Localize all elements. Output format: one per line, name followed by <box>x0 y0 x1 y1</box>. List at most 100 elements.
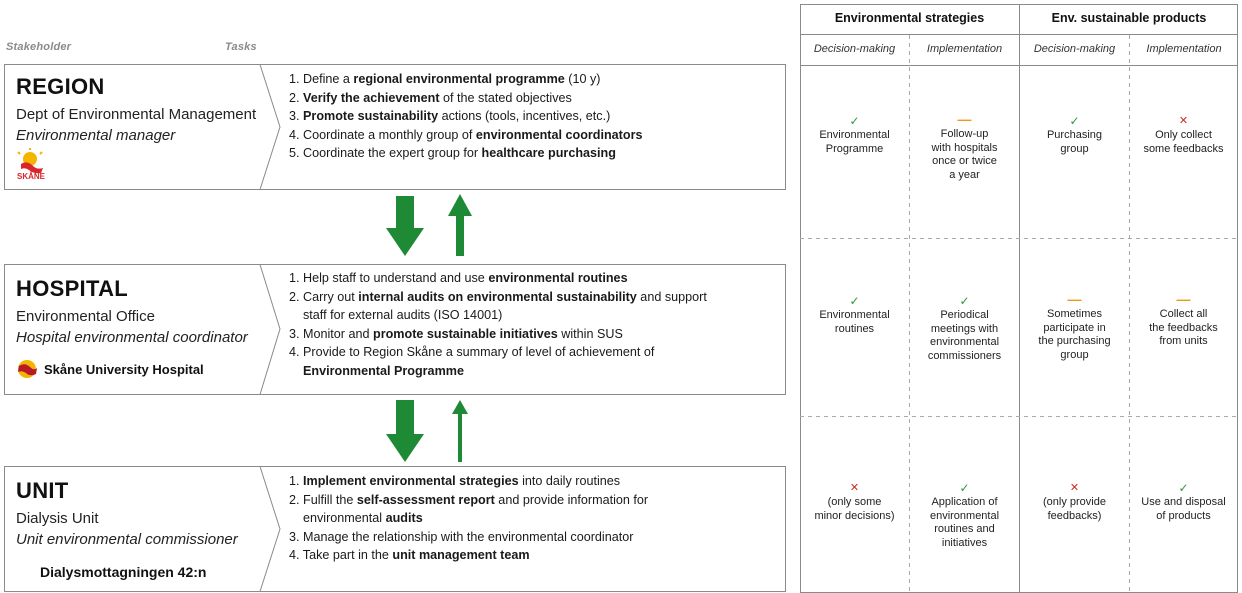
matrix-cell-text: environmental <box>929 336 1000 348</box>
task-text: 1. Define a <box>289 72 354 86</box>
up-arrow-icon <box>452 400 468 462</box>
matrix-cell-text: a year <box>949 168 980 181</box>
stakeholder-title: HOSPITAL <box>16 276 128 301</box>
stakeholder-department: Dept of Environmental Management <box>16 106 257 123</box>
task-line: staff for external audits (ISO 14001) <box>289 306 707 325</box>
matrix-cell-text: Use and disposal <box>1141 496 1226 508</box>
dash-icon: — <box>1176 291 1191 307</box>
dash-icon: — <box>1067 291 1082 307</box>
task-line: 1. Help staff to understand and use envi… <box>289 269 707 288</box>
subheader-decision-making: Decision-making <box>813 43 896 55</box>
task-text: 4. Coordinate a monthly group of <box>289 127 476 142</box>
stakeholder-role: Environmental manager <box>16 127 176 144</box>
tasks-column-header: Tasks <box>225 41 257 53</box>
matrix-cell-text: Sometimes <box>1046 308 1103 320</box>
task-text: within SUS <box>557 326 623 341</box>
matrix-cell-text: some feedbacks <box>1143 142 1224 155</box>
matrix-cell-text: meetings with <box>930 322 999 335</box>
task-text: staff for external audits (ISO 14001) <box>289 308 503 322</box>
task-text: 1. <box>289 474 304 488</box>
stakeholder-title: REGION <box>16 74 105 99</box>
task-keyword: internal audits on environmental sustain… <box>358 289 637 304</box>
matrix-cell-text: (only provide <box>1043 496 1106 508</box>
task-text: 2. Fulfill the <box>289 492 357 507</box>
dash-icon: — <box>957 111 972 127</box>
down-arrow-icon <box>386 400 424 462</box>
task-keyword: promote sustainable initiatives <box>373 326 558 341</box>
task-text: into daily routines <box>518 474 621 488</box>
stakeholder-department: Environmental Office <box>16 308 155 325</box>
checkmark-icon: ✓ <box>1178 481 1189 495</box>
task-keyword: audits <box>385 511 423 525</box>
matrix-cell-text: Follow-up <box>940 128 989 140</box>
task-text: environmental <box>289 511 386 525</box>
task-keyword: unit management team <box>392 548 530 562</box>
matrix-cell-text: group <box>1060 142 1089 155</box>
task-line: 3. Promote sustainability actions (tools… <box>289 107 642 126</box>
matrix-cell-text: Collect all <box>1159 308 1208 320</box>
checkmark-icon: ✓ <box>959 481 970 495</box>
task-line: 1. Define a regional environmental progr… <box>289 70 642 89</box>
matrix-cell-text: commissioners <box>927 349 1002 362</box>
task-text: 3. Manage the relationship with the envi… <box>289 529 634 544</box>
matrix-cell-text: initiatives <box>941 536 988 549</box>
group-header-environmental-strategies: Environmental strategies <box>834 11 985 25</box>
task-line: 2. Fulfill the self-assessment report an… <box>289 491 648 510</box>
task-keyword: Implement environmental strategies <box>303 474 519 488</box>
up-arrow-icon <box>448 194 472 256</box>
responsibility-matrix: Environmental strategies Env. sustainabl… <box>800 4 1238 593</box>
unit-row-outline <box>4 466 786 592</box>
stakeholder-role: Unit environmental commissioner <box>16 531 238 548</box>
region-row-outline <box>4 64 786 190</box>
dialysis-unit-logo-text: Dialysmottagningen 42:n <box>40 564 207 580</box>
hospital-row: HOSPITAL Environmental Office Hospital e… <box>4 264 786 395</box>
task-text: 1. Help staff to understand and use <box>289 271 489 285</box>
task-text: 4. Take part in the <box>289 548 393 562</box>
subheader-implementation: Implementation <box>926 43 1003 55</box>
region-skane-logo: SKÅNE <box>17 148 47 182</box>
matrix-cell-text: of products <box>1156 509 1211 522</box>
matrix-cell-text: environmental <box>929 509 1000 522</box>
task-text: 2. Carry out <box>289 289 359 304</box>
task-text: 5. Coordinate the expert group for <box>289 146 482 160</box>
group-header-sustainable-products: Env. sustainable products <box>1051 11 1207 25</box>
task-line: 4. Coordinate a monthly group of environ… <box>289 126 642 145</box>
cross-icon: ✕ <box>849 482 860 494</box>
task-text: 3. <box>289 109 304 123</box>
task-line: environmental audits <box>289 509 648 528</box>
matrix-cell-text: the purchasing <box>1038 335 1111 347</box>
task-text: 3. Monitor and <box>289 326 374 341</box>
region-hospital-arrows <box>386 194 472 256</box>
task-line: 4. Take part in the unit management team <box>289 546 648 565</box>
down-arrow-icon <box>386 196 424 256</box>
checkmark-icon: ✓ <box>959 294 970 308</box>
task-text: of the stated objectives <box>439 90 572 105</box>
task-text: 4. Provide to Region Skåne a summary of … <box>289 345 655 359</box>
region-skane-logo-text: SKÅNE <box>17 172 46 181</box>
task-line: 3. Manage the relationship with the envi… <box>289 528 648 547</box>
cross-icon: ✕ <box>1069 482 1080 494</box>
unit-row: UNIT Dialysis Unit Unit environmental co… <box>4 466 786 592</box>
hospital-unit-arrows <box>386 400 468 462</box>
matrix-grid <box>800 4 1238 593</box>
stakeholder-department: Dialysis Unit <box>16 510 99 527</box>
task-text: 2. <box>289 90 304 105</box>
task-line: 4. Provide to Region Skåne a summary of … <box>289 343 707 362</box>
matrix-cell-text: Application of <box>931 496 998 508</box>
region-skane-griffin-icon <box>17 148 43 174</box>
matrix-cell-text: minor decisions) <box>814 509 895 522</box>
matrix-cell-text: Programme <box>825 142 884 155</box>
matrix-cell-text: Periodical <box>940 309 989 321</box>
matrix-cell-text: routines and <box>934 523 995 535</box>
